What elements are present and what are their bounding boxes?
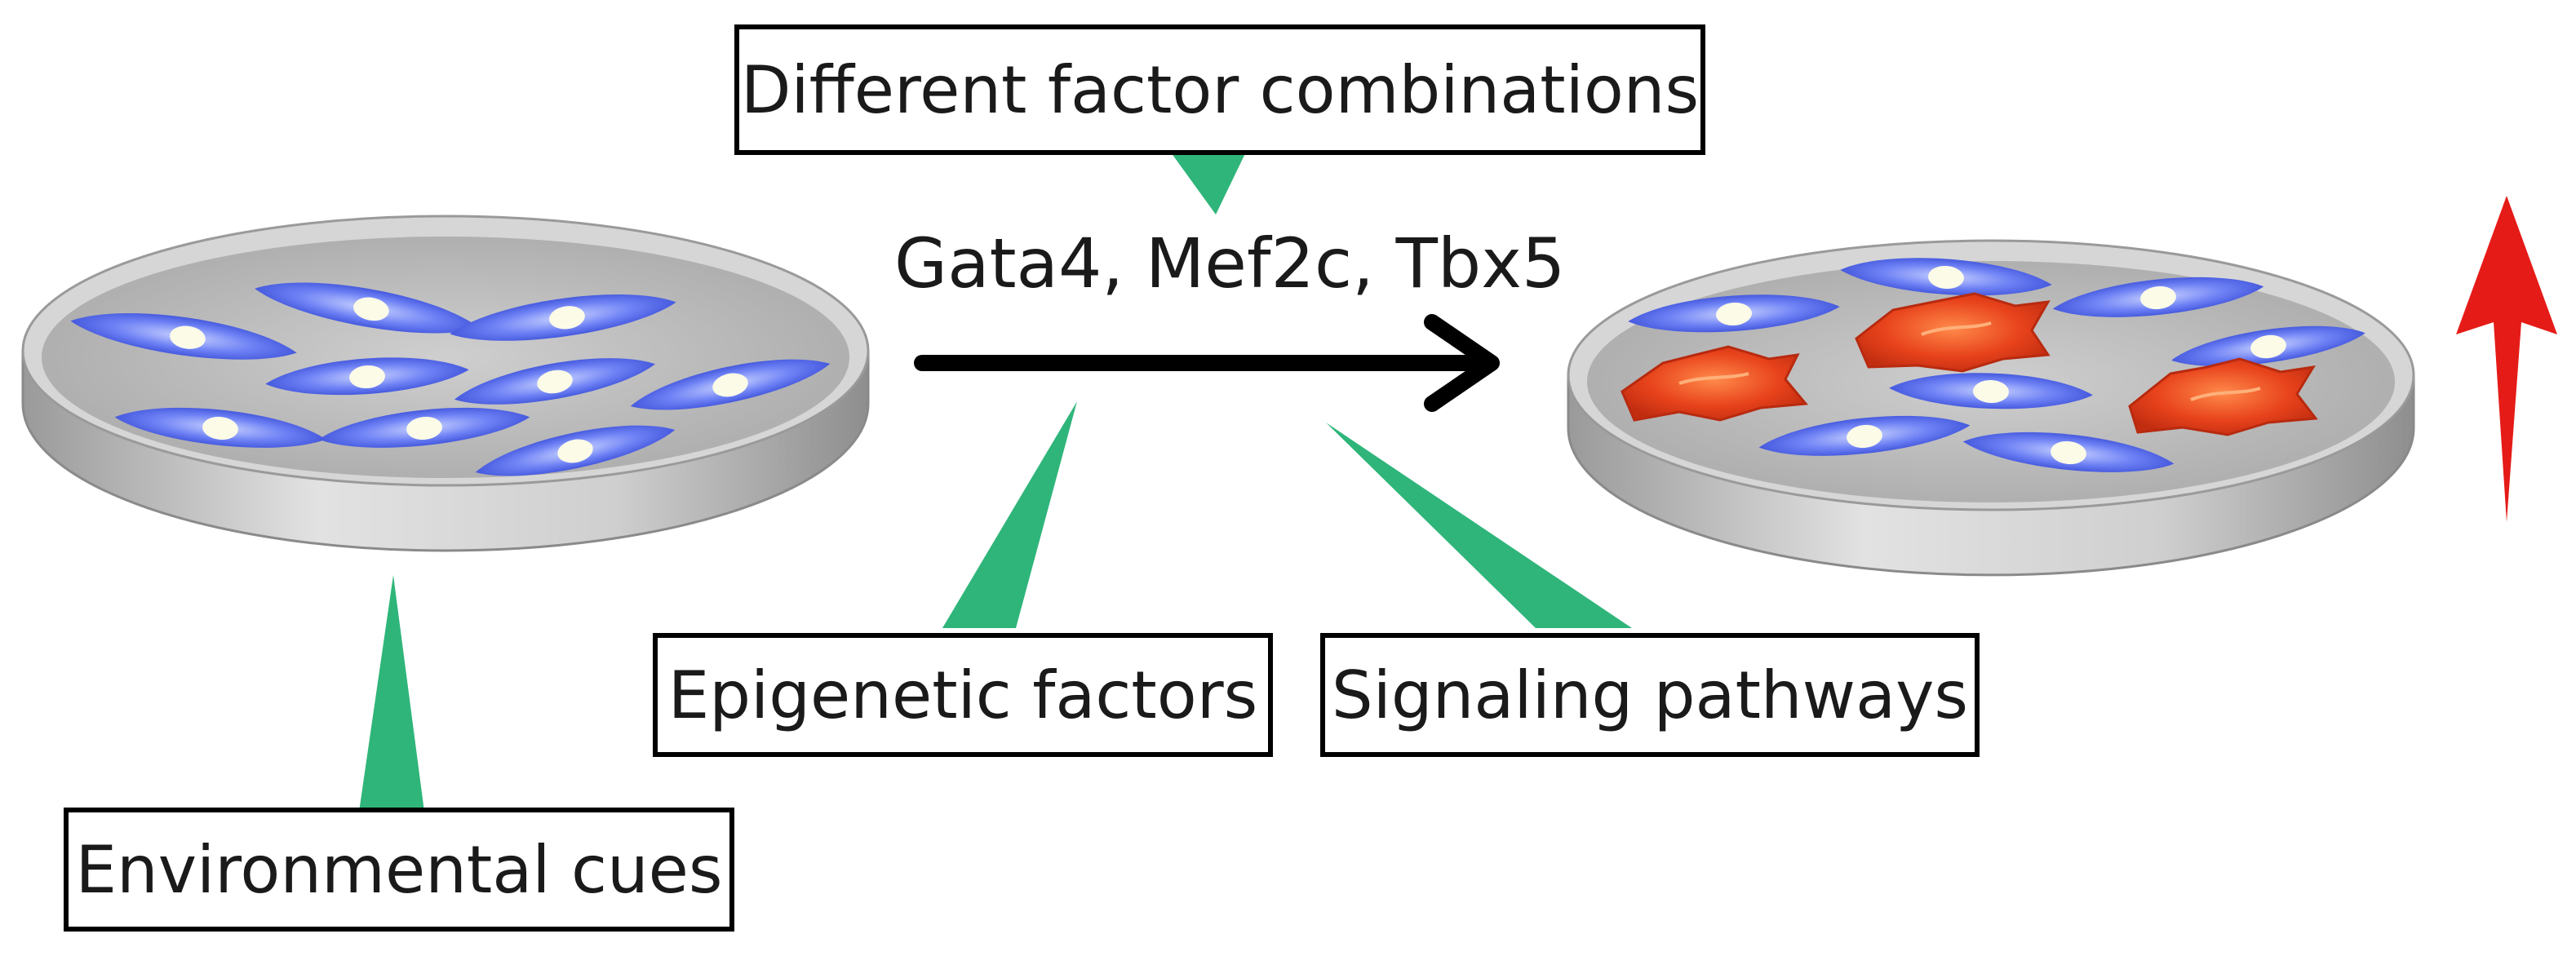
cardiomyocyte-cell xyxy=(1855,292,2051,373)
signaling-pathways-label: Signaling pathways xyxy=(1331,657,1969,733)
reprogramming-factors-label: Gata4, Mef2c, Tbx5 xyxy=(894,224,1566,303)
cardiomyocyte-cell xyxy=(2128,357,2318,436)
fibroblast-cell xyxy=(1840,258,2052,296)
pointer-signaling-pathways xyxy=(1326,423,1632,628)
up-arrow-icon xyxy=(2456,196,2557,522)
factor-combinations-box: Different factor combinations xyxy=(734,24,1705,155)
fibroblast-cell xyxy=(265,357,469,396)
signaling-pathways-box: Signaling pathways xyxy=(1320,633,1980,757)
fibroblast-cells xyxy=(70,282,831,476)
fibroblast-cell xyxy=(1628,294,1840,333)
fibroblast-cell xyxy=(255,282,480,334)
fibroblast-cell xyxy=(1889,373,2093,409)
factor-combinations-label: Different factor combinations xyxy=(740,51,1700,128)
cardiomyocyte-cell xyxy=(1621,345,1808,422)
pointer-environmental-cues xyxy=(359,575,424,812)
environmental-cues-label: Environmental cues xyxy=(75,831,723,908)
environmental-cues-box: Environmental cues xyxy=(64,808,734,932)
fibroblast-cell xyxy=(1962,432,2175,472)
cardiomyocyte-cells xyxy=(1621,292,2318,436)
fibroblast-cells xyxy=(1628,258,2365,472)
left-culture-dish xyxy=(21,215,870,552)
fibroblast-cell xyxy=(450,294,676,341)
epigenetic-factors-label: Epigenetic factors xyxy=(667,657,1258,733)
pointer-factor-combinations xyxy=(1167,147,1248,215)
fibroblast-cell xyxy=(2171,325,2365,367)
pointer-epigenetic-factors xyxy=(942,401,1077,628)
fibroblast-cell xyxy=(475,425,676,476)
fibroblast-cell xyxy=(454,358,656,405)
fibroblast-cell xyxy=(114,407,326,448)
fibroblast-cell xyxy=(2052,277,2264,317)
fibroblast-cell xyxy=(318,407,530,448)
fibroblast-cell xyxy=(70,313,297,360)
epigenetic-factors-box: Epigenetic factors xyxy=(653,633,1273,757)
fibroblast-cell xyxy=(630,359,831,410)
right-culture-dish xyxy=(1567,239,2415,577)
right-arrow-icon xyxy=(914,314,1500,412)
fibroblast-cell xyxy=(1758,415,1971,456)
